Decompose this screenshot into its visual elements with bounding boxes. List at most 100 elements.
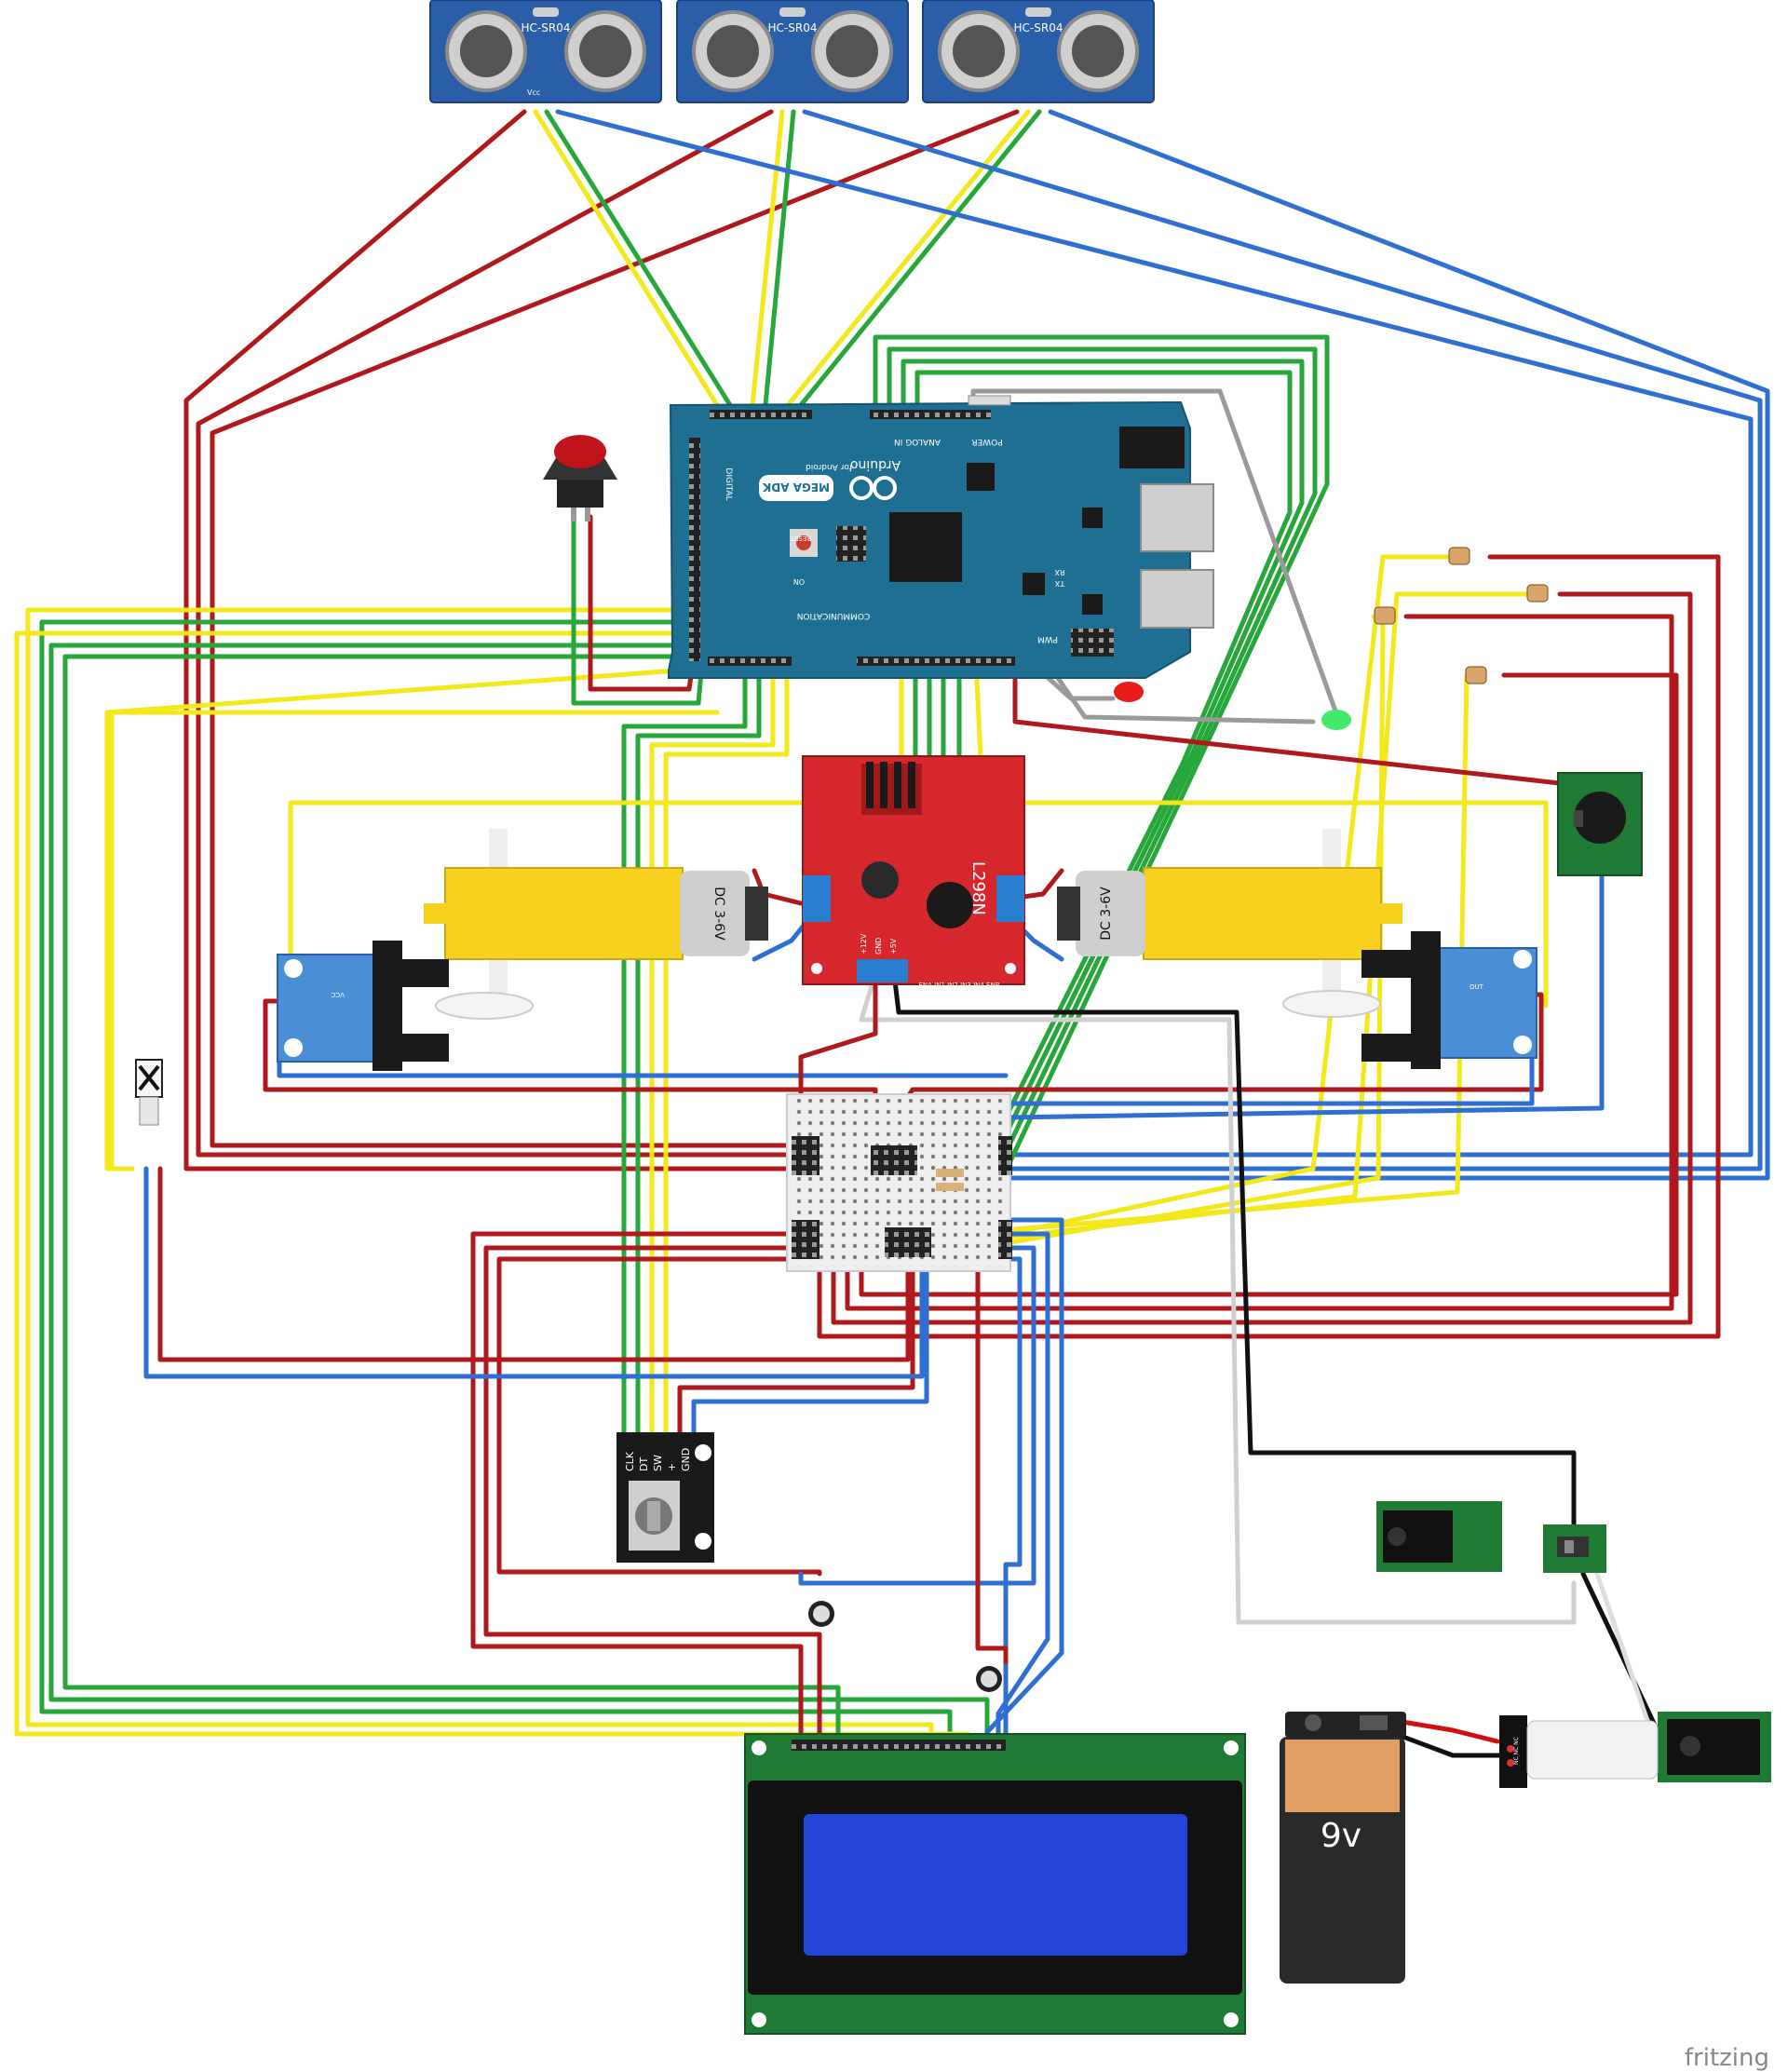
encoder-pin-clk: CLK [624,1451,636,1471]
label-pwm: PWM [1037,634,1058,643]
dc-jack-barrel [1658,1712,1771,1782]
led-green [1321,710,1351,730]
wire-green-enc-clk [621,658,748,1437]
wire-layer [14,109,1770,1758]
wire-green-analog-2 [887,346,1318,1213]
wire-green-us3-echo [798,109,1042,408]
wire-red-bb-lcd-3 [496,1256,822,1577]
wire-green-analog-4 [914,370,1293,1213]
wire-yellow-speed-left [109,710,720,1171]
wire-red-bb-lcd-1 [470,1231,804,1754]
battery-9v: 9v [1280,1712,1406,1984]
wire-yellow-us2-trig [750,109,785,408]
push-button[interactable] [543,435,617,521]
wire-red-buzzer [1012,658,1595,790]
photo-resistor-3 [1374,606,1396,625]
motor-driver-l298n: L298N +12V GND +5V ENA IN1 IN2 IN3 IN4 E… [802,755,1025,989]
wire-blue-buzzer [1003,868,1605,1120]
wire-red-us2-vcc [196,109,794,1158]
wire-green-lcd-5 [62,654,841,1754]
label-rx: RX [1054,568,1065,576]
ultrasonic-sensor-label: HC-SR04 [522,21,571,34]
encoder-pin-sw: SW [652,1455,664,1471]
driver-pin-gnd: GND [874,938,883,955]
wire-yellow-ldr-4 [1012,672,1470,1232]
board-subtitle: for Android [806,462,852,471]
lcd-display [744,1733,1246,2035]
encoder-pin-plus: + [666,1463,678,1471]
wire-red-us1-vcc [183,109,794,1171]
label-analog-in: ANALOG IN [894,437,941,446]
fritzing-watermark: fritzing [1685,2044,1769,2072]
motor-label: DC 3-6V [1099,887,1114,941]
photo-resistor-1 [1448,547,1470,565]
wire-red-us3-vcc [210,109,1020,1148]
ultrasonic-sensor-1: HC-SR04 Vcc [429,0,662,103]
led-red [1114,682,1144,702]
label-power: POWER [971,437,1002,446]
wire-red-pot2 [975,1259,1009,1665]
potentiometer-2[interactable] [976,1666,1002,1692]
wire-red-ldr-4 [859,672,1679,1297]
breadboard [786,1093,1012,1272]
ultrasonic-sensor-label: HC-SR04 [768,21,818,34]
ir-receiver [135,1059,163,1126]
wire-green-lcd-2 [39,619,953,1754]
photo-resistor-4 [1465,666,1487,684]
wire-blue-bb-lcd-3 [798,1245,1036,1586]
wire-white-power [859,970,1577,1625]
battery-snap: NC NC NC [1499,1715,1659,1788]
wire-green-us2-echo [763,109,796,408]
driver-pin-5v: +5V [889,938,898,955]
photo-resistor-2 [1526,584,1549,603]
board-model: MEGA ADK [762,481,830,494]
speed-pin-vcc: VCC [331,991,345,998]
label-communication: COMMUNICATION [797,611,871,620]
rotary-encoder[interactable]: CLK DT SW + GND [616,1432,714,1563]
wire-yellow-us3-trig [785,109,1031,408]
wire-red-battery [1394,1718,1500,1744]
wire-green-analog-1 [873,334,1330,1213]
wire-red-ldr-2 [831,591,1693,1325]
wire-blue-bb-lcd-4 [1003,1256,1023,1754]
encoder-pin-gnd: GND [680,1448,692,1471]
wire-yellow-enc-plus [663,658,790,1437]
label-digital: DIGITAL [724,467,733,500]
dc-motor-left: DC 3-6V [424,829,768,1020]
driver-input-pins: ENA IN1 IN2 IN3 IN4 ENB [918,982,999,989]
label-tx: TX [1054,579,1065,588]
buzzer-module [1557,772,1643,876]
dc-jack-module [1376,1501,1502,1572]
label-reset: RESET [790,535,811,542]
board-brand: Arduino [850,457,901,472]
wire-green-analog-3 [901,359,1305,1213]
label-on: ON [793,577,805,586]
wire-green-lcd-4 [48,643,990,1754]
wire-blue-us2-gnd [802,109,1763,1171]
wire-red-ir [157,1166,911,1362]
ultrasonic-sensor-label: HC-SR04 [1014,21,1063,34]
wire-red-ldr-1 [817,554,1721,1339]
pin-label-vcc: Vcc [527,88,540,97]
dc-motor-right: DC 3-6V [1057,829,1402,1018]
wire-yellow-enc-sw [649,658,776,1437]
potentiometer-1[interactable] [808,1601,834,1627]
arduino-mega-adk: MEGA ADK Arduino for Android ANALOG IN P… [668,395,1214,679]
wire-red-driver-gnd [798,970,878,1120]
encoder-pin-dt: DT [638,1457,650,1471]
driver-label: L298N [968,861,988,915]
ultrasonic-sensor-2: HC-SR04 [676,0,909,103]
battery-label: 9v [1321,1817,1361,1855]
speed-pin-out: OUT [1470,983,1484,991]
wire-blue-us3-gnd [1003,109,1770,1181]
wire-red-ldr-3 [845,614,1674,1311]
wire-blue-bb-lcd-2 [996,1231,1050,1754]
wire-green-enc-dt [635,658,762,1437]
wire-yellow-ir [104,666,706,1171]
motor-label: DC 3-6V [711,887,726,941]
wire-green-us1-echo [544,109,733,408]
wire-black-power [891,970,1577,1530]
wire-red-bb-lcd-2 [483,1245,822,1754]
power-switch[interactable] [1543,1524,1606,1573]
